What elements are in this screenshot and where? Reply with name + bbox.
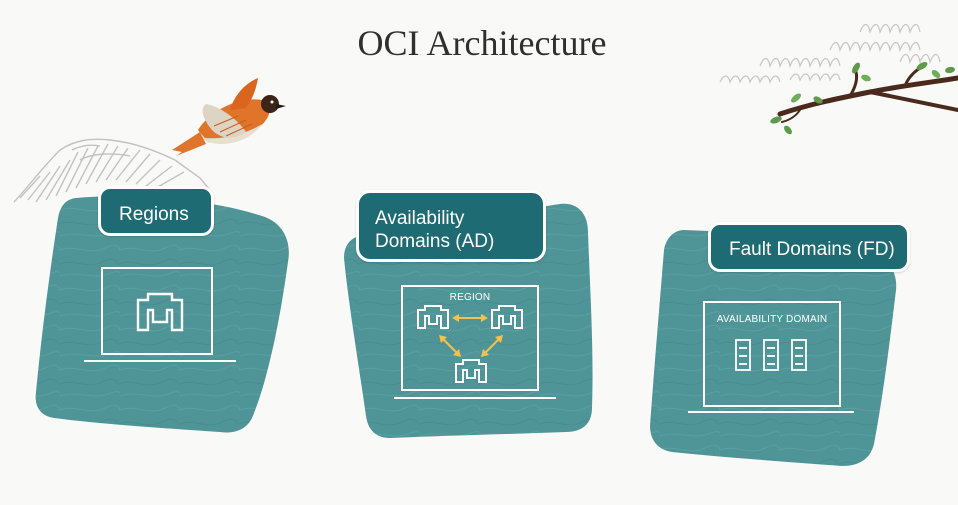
- regions-label: Regions: [98, 186, 214, 236]
- bird-illustration: [172, 78, 286, 156]
- fault-domains-label-text: Fault Domains (FD): [729, 239, 895, 260]
- scribble-cloud-right: [719, 23, 941, 84]
- server-icon: [763, 339, 779, 371]
- building-icon: [491, 305, 523, 329]
- fault-domains-label: Fault Domains (FD): [708, 222, 910, 272]
- branch-illustration: [770, 62, 958, 135]
- building-icon: [136, 292, 184, 332]
- regions-label-text: Regions: [119, 204, 189, 225]
- bidirectional-arrow-icon: [439, 314, 503, 357]
- building-icon: [417, 305, 449, 329]
- laptop-icon: [688, 301, 854, 413]
- laptop-icon: [394, 285, 556, 399]
- availability-domains-label-text: Availability Domains (AD): [375, 208, 495, 252]
- server-icon: [735, 339, 751, 371]
- availability-domains-label: Availability Domains (AD): [356, 190, 546, 262]
- scribble-cloud-left: [13, 138, 211, 203]
- server-icon: [791, 339, 807, 371]
- region-inner-label: REGION: [449, 292, 491, 303]
- building-icon: [455, 359, 487, 383]
- card-availability-domains: [344, 203, 593, 438]
- card-fault-domains: [650, 230, 897, 466]
- availability-domain-inner-label: AVAILABILITY DOMAIN: [716, 314, 828, 325]
- laptop-icon: [84, 267, 236, 362]
- page-title: OCI Architecture: [357, 23, 607, 63]
- card-regions: [35, 196, 289, 433]
